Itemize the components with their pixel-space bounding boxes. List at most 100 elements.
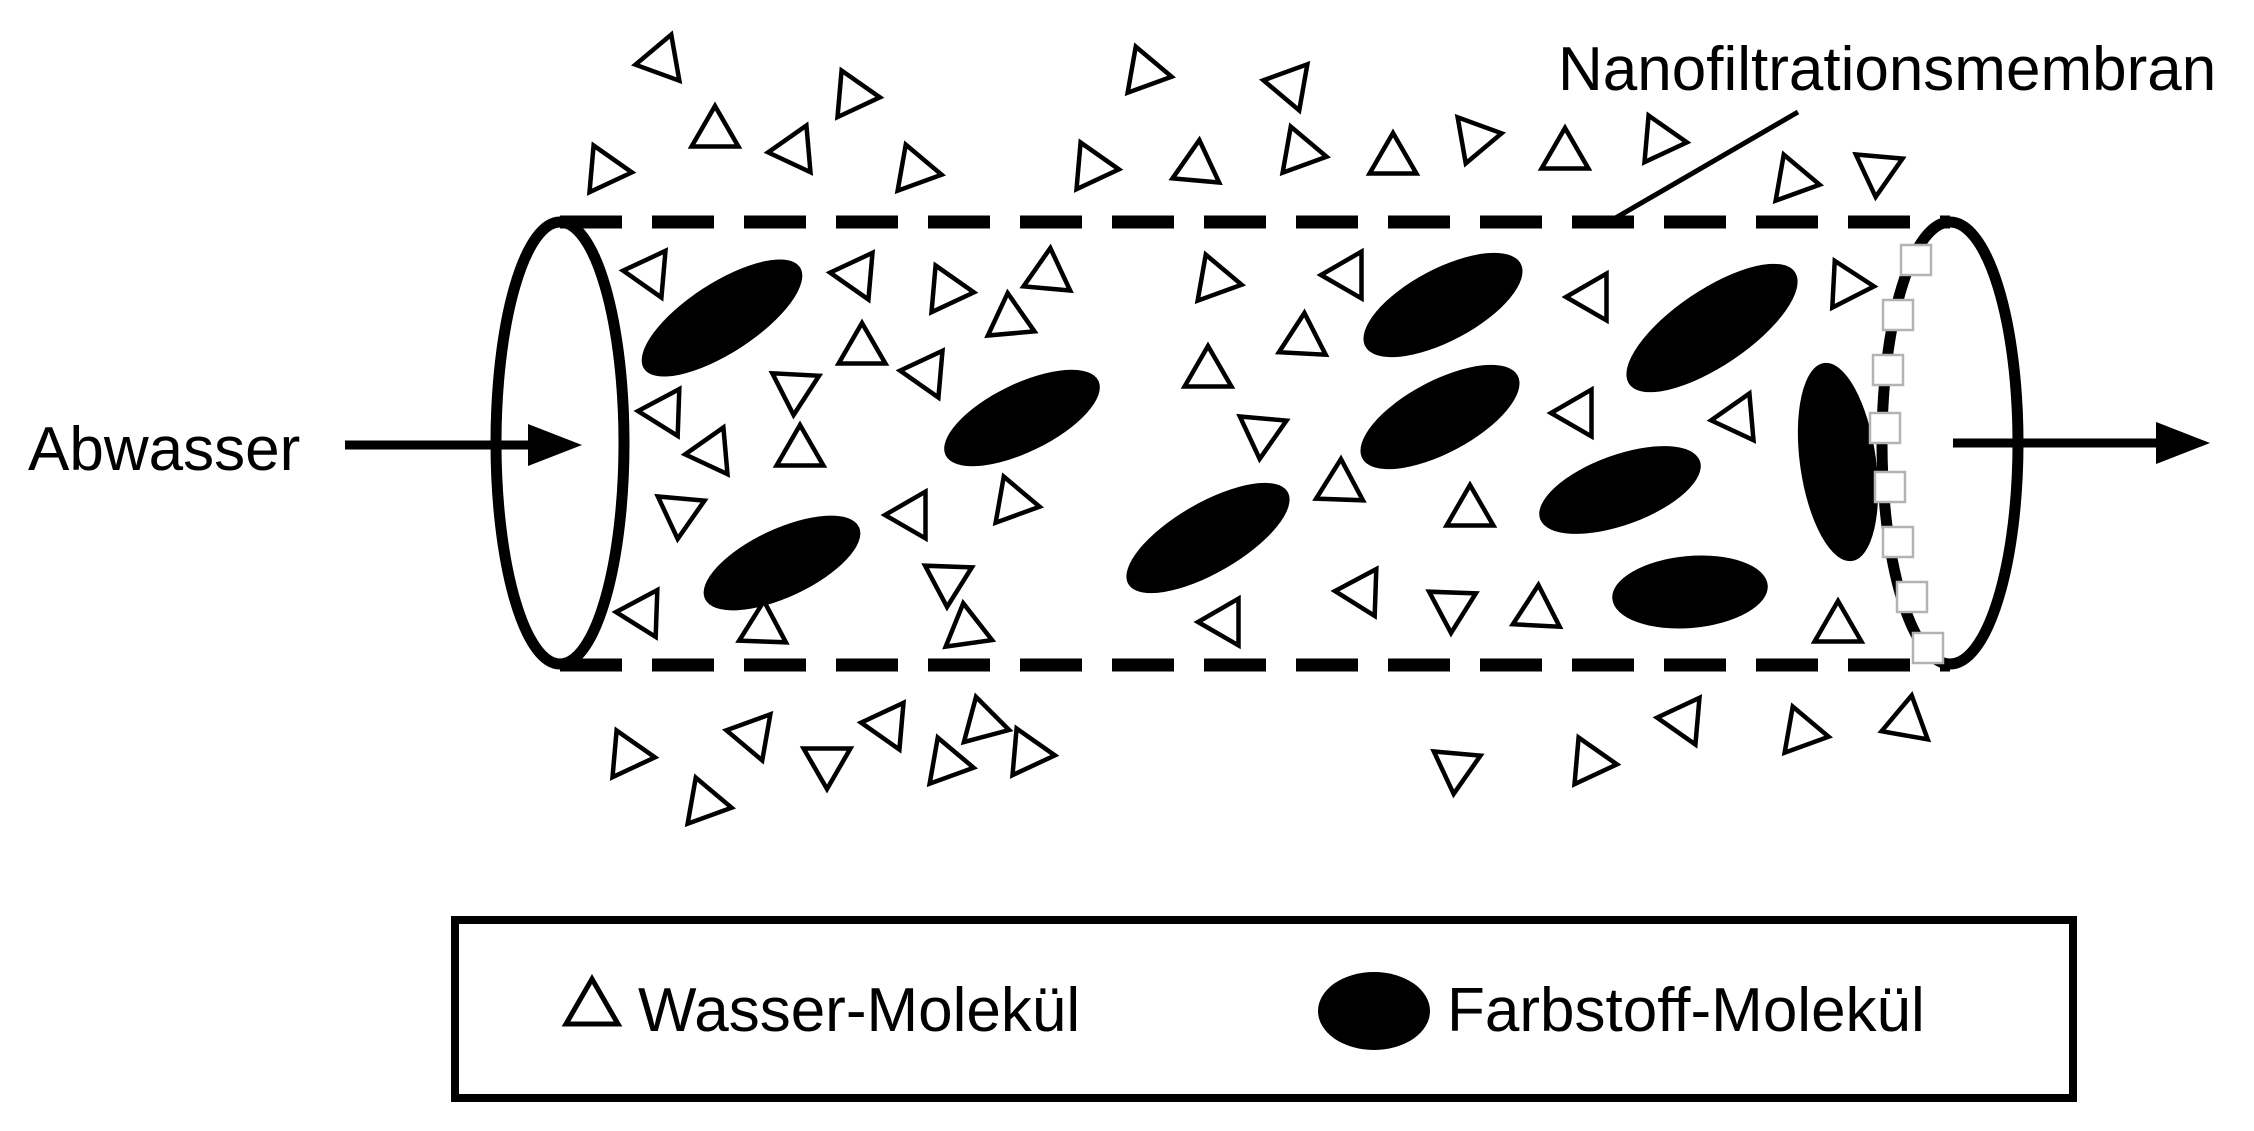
water-molecule-triangle bbox=[721, 710, 774, 765]
water-molecule-triangle bbox=[687, 101, 743, 149]
legend-box bbox=[451, 916, 2077, 1102]
inflow-arrow-head bbox=[528, 424, 582, 466]
water-molecule-triangle bbox=[921, 563, 976, 612]
membrane-pore-square bbox=[1899, 243, 1933, 277]
water-molecule-triangle bbox=[1706, 389, 1757, 444]
cylinder-left-rim bbox=[490, 216, 630, 670]
membrane-pores bbox=[1868, 243, 1945, 665]
dye-molecule-ellipse bbox=[1626, 263, 1798, 393]
water-molecule-triangle bbox=[772, 420, 828, 468]
water-molecule-triangle bbox=[654, 493, 709, 544]
dye-molecule-ellipse bbox=[1126, 482, 1290, 594]
water-molecule-triangle bbox=[1537, 123, 1593, 171]
legend-water-label: Wasser-Molekül bbox=[638, 976, 1080, 1045]
water-molecule-triangle bbox=[1193, 594, 1241, 650]
water-molecule-triangle bbox=[1330, 565, 1379, 620]
outflow-arrow bbox=[1953, 422, 2210, 464]
water-molecule-triangle bbox=[942, 598, 997, 650]
water-molecules bbox=[586, 30, 1932, 828]
water-molecule-triangle bbox=[1652, 694, 1703, 749]
water-molecule-triangle bbox=[609, 726, 660, 781]
water-molecule-triangle bbox=[611, 586, 660, 641]
water-molecule-triangle bbox=[684, 773, 737, 828]
water-molecule-triangle bbox=[1641, 111, 1692, 166]
water-molecule-triangle bbox=[1236, 413, 1291, 464]
water-molecule-triangle bbox=[1425, 589, 1480, 638]
water-molecule-triangle bbox=[1781, 702, 1834, 757]
water-molecule-triangle bbox=[1312, 454, 1367, 503]
water-molecule-triangle bbox=[618, 247, 669, 302]
water-molecule-triangle bbox=[880, 487, 928, 543]
water-molecule-triangle bbox=[1258, 60, 1311, 115]
legend-dye-label: Farbstoff-Molekül bbox=[1447, 976, 1925, 1045]
water-molecule-triangle bbox=[1571, 733, 1622, 788]
water-molecule-triangle bbox=[1508, 580, 1564, 630]
water-molecule-triangle bbox=[1124, 42, 1177, 97]
dye-molecule-ellipse bbox=[1612, 555, 1768, 629]
dye-molecule-ellipse bbox=[703, 515, 861, 611]
inflow-arrow bbox=[345, 424, 582, 466]
water-molecule-triangle bbox=[834, 66, 885, 121]
water-molecule-triangle bbox=[763, 121, 814, 176]
water-molecule-triangle bbox=[992, 472, 1045, 527]
water-molecule-triangle bbox=[633, 385, 682, 440]
water-molecule-triangle bbox=[1168, 135, 1223, 186]
water-molecule-triangle bbox=[928, 261, 979, 316]
water-molecule-triangle bbox=[834, 318, 890, 366]
water-molecule-triangle bbox=[680, 423, 731, 478]
membrane-pore-square bbox=[1871, 353, 1905, 387]
membrane-pore-square bbox=[1895, 580, 1929, 614]
membrane-pore-square bbox=[1911, 631, 1945, 665]
water-molecule-triangle bbox=[856, 699, 907, 754]
dye-molecule-ellipse bbox=[944, 369, 1100, 467]
water-molecule-triangle bbox=[1442, 480, 1498, 528]
water-molecule-triangle bbox=[1073, 138, 1124, 193]
dye-molecule-ellipse bbox=[1797, 362, 1879, 562]
water-molecule-triangle bbox=[1829, 256, 1879, 312]
water-molecule-triangle bbox=[1810, 596, 1866, 644]
membrane-pore-square bbox=[1873, 470, 1907, 504]
legend-dye-molecule-icon bbox=[1318, 972, 1430, 1050]
membrane-pore-square bbox=[1868, 411, 1902, 445]
water-molecule-triangle bbox=[630, 30, 683, 85]
water-molecule-triangle bbox=[1019, 243, 1074, 294]
water-molecule-triangle bbox=[768, 370, 824, 420]
water-molecule-triangle bbox=[1877, 690, 1932, 743]
legend-water-molecule-icon bbox=[561, 974, 623, 1027]
water-molecule-triangle bbox=[1772, 150, 1825, 205]
water-molecule-triangle bbox=[1180, 341, 1236, 389]
membrane-label: Nanofiltrationsmembran bbox=[1558, 35, 2216, 104]
legend: Wasser-Molekül Farbstoff-Molekül bbox=[451, 916, 2077, 1102]
water-molecule-triangle bbox=[586, 141, 637, 196]
water-molecule-triangle bbox=[825, 249, 876, 304]
water-molecule-triangle bbox=[1279, 122, 1332, 177]
dye-molecule-ellipse bbox=[641, 259, 803, 377]
water-molecule-triangle bbox=[1274, 308, 1330, 358]
water-molecule-triangle bbox=[960, 692, 1014, 746]
water-molecule-triangle bbox=[1561, 269, 1609, 325]
water-molecule-triangle bbox=[1316, 247, 1364, 303]
dye-molecule-ellipse bbox=[1363, 252, 1523, 358]
water-molecule-triangle bbox=[1546, 385, 1594, 441]
water-molecule-triangle bbox=[984, 288, 1039, 339]
membrane-leader-line bbox=[1610, 109, 1800, 223]
water-molecule-triangle bbox=[735, 596, 790, 645]
water-molecule-triangle bbox=[1009, 724, 1060, 779]
membrane-pore-square bbox=[1881, 298, 1915, 332]
water-molecule-triangle bbox=[1454, 113, 1507, 168]
dye-molecule-ellipse bbox=[1539, 446, 1701, 534]
dye-molecules bbox=[641, 252, 1879, 629]
water-molecule-triangle bbox=[895, 347, 946, 402]
water-molecule-triangle bbox=[926, 733, 979, 788]
outflow-arrow-head bbox=[2156, 422, 2210, 464]
membrane-pore-square bbox=[1881, 525, 1915, 559]
water-molecule-triangle bbox=[894, 140, 947, 195]
inflow-label: Abwasser bbox=[28, 415, 300, 484]
water-molecule-triangle bbox=[1194, 250, 1247, 305]
water-molecule-triangle bbox=[1365, 128, 1421, 176]
dye-molecule-ellipse bbox=[1360, 364, 1520, 470]
water-molecule-triangle bbox=[1430, 748, 1485, 799]
water-molecule-triangle bbox=[1852, 151, 1907, 202]
